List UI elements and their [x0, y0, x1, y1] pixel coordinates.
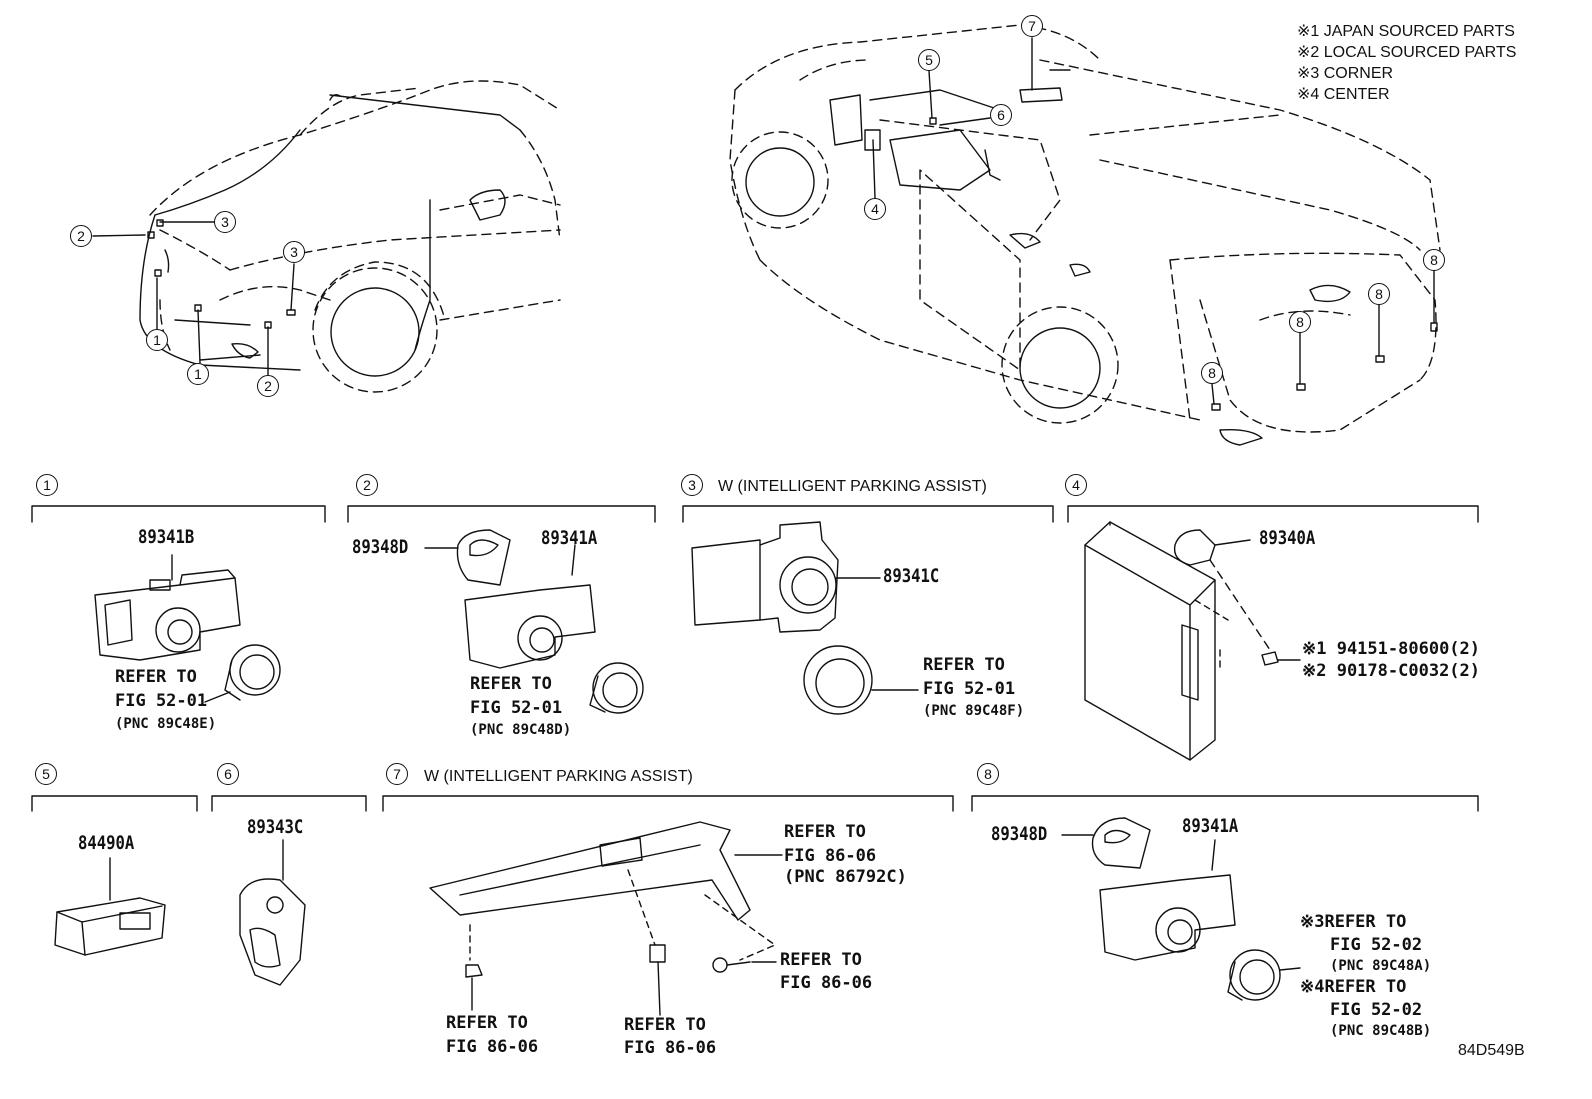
s7-clip2-refer-line2: FIG 86-06 [624, 1038, 717, 1058]
part-89341A: 89341A [541, 527, 598, 549]
s3-refer-line1: REFER TO [923, 655, 1005, 675]
sensor-89341A-rear-drawing [1061, 817, 1301, 1001]
bracket-drawing [429, 821, 783, 1016]
front-car-drawing [92, 80, 561, 393]
sensor-89341A-drawing [424, 529, 644, 714]
part-89341A-rear: 89341A [1182, 815, 1239, 837]
callout-3: 3 [283, 241, 305, 263]
sensor-89341B-drawing [94, 554, 281, 703]
section-brackets [31, 505, 1479, 812]
callout-1: 1 [146, 329, 168, 351]
s1-refer-line2: FIG 52-01 [115, 691, 208, 711]
s7-clip2-refer-line1: REFER TO [624, 1015, 706, 1035]
rear-car-drawing [729, 24, 1441, 446]
s3-refer-pnc: (PNC 89C48F) [923, 703, 1025, 719]
section-3-number: 3 [681, 474, 703, 496]
s1-refer-pnc: (PNC 89C48E) [115, 716, 217, 732]
section-4-number: 4 [1065, 474, 1087, 496]
callout-3: 3 [214, 211, 236, 233]
part-89341C: 89341C [883, 565, 940, 587]
s8-refer-b-line1: ※4REFER TO [1300, 977, 1407, 997]
s3-refer-line2: FIG 52-01 [923, 679, 1016, 699]
note-local-sourced: ※2 LOCAL SOURCED PARTS [1297, 44, 1517, 61]
s8-refer-a-pnc: (PNC 89C48A) [1330, 958, 1432, 974]
s4-bolt-japan: ※1 94151-80600(2) [1302, 639, 1481, 659]
section-8-number: 8 [977, 763, 999, 785]
s4-bolt-local: ※2 90178-C0032(2) [1302, 661, 1481, 681]
section-1-number: 1 [36, 474, 58, 496]
sensor-89341C-drawing [691, 521, 919, 715]
callout-8: 8 [1368, 283, 1390, 305]
callout-8: 8 [1289, 311, 1311, 333]
section-3-heading: W (INTELLIGENT PARKING ASSIST) [718, 478, 987, 495]
s8-refer-a-line2: FIG 52-02 [1330, 935, 1423, 955]
callout-5: 5 [918, 49, 940, 71]
part-89340A: 89340A [1259, 527, 1316, 549]
s7-bolt-refer-line1: REFER TO [780, 950, 862, 970]
part-84490A: 84490A [78, 832, 135, 854]
s8-refer-b-pnc: (PNC 89C48B) [1330, 1023, 1432, 1039]
part-89341B: 89341B [138, 526, 195, 548]
callout-8: 8 [1201, 362, 1223, 384]
part-89343C: 89343C [247, 816, 304, 838]
note-japan-sourced: ※1 JAPAN SOURCED PARTS [1297, 23, 1515, 40]
module-89340A-drawing [1084, 521, 1301, 761]
note-center: ※4 CENTER [1297, 86, 1390, 103]
s1-refer-line1: REFER TO [115, 667, 197, 687]
s2-refer-line1: REFER TO [470, 674, 552, 694]
switch-84490A-drawing [54, 857, 166, 956]
s7-bracket-refer-line2: FIG 86-06 [784, 846, 877, 866]
s8-refer-b-line2: FIG 52-02 [1330, 1000, 1423, 1020]
s7-clip1-refer-line1: REFER TO [446, 1013, 528, 1033]
section-6-number: 6 [217, 763, 239, 785]
section-7-number: 7 [386, 763, 408, 785]
section-7-heading: W (INTELLIGENT PARKING ASSIST) [424, 768, 693, 785]
callout-1: 1 [187, 363, 209, 385]
s7-clip1-refer-line2: FIG 86-06 [446, 1037, 539, 1057]
s8-refer-a-line1: ※3REFER TO [1300, 912, 1407, 932]
figure-code: 84D549B [1458, 1042, 1525, 1059]
s2-refer-line2: FIG 52-01 [470, 698, 563, 718]
callout-8: 8 [1423, 249, 1445, 271]
sensor-89343C-drawing [239, 839, 306, 986]
part-89348D-rear: 89348D [991, 823, 1048, 845]
callout-6: 6 [990, 104, 1012, 126]
section-2-number: 2 [356, 474, 378, 496]
s7-bolt-refer-line2: FIG 86-06 [780, 973, 873, 993]
callout-2: 2 [257, 375, 279, 397]
callout-2: 2 [70, 225, 92, 247]
note-corner: ※3 CORNER [1297, 65, 1394, 82]
s7-bracket-refer-pnc: (PNC 86792C) [784, 867, 907, 887]
s2-refer-pnc: (PNC 89C48D) [470, 722, 572, 738]
callout-4: 4 [864, 198, 886, 220]
callout-7: 7 [1021, 15, 1043, 37]
section-5-number: 5 [35, 763, 57, 785]
s7-bracket-refer-line1: REFER TO [784, 822, 866, 842]
part-89348D: 89348D [352, 536, 409, 558]
